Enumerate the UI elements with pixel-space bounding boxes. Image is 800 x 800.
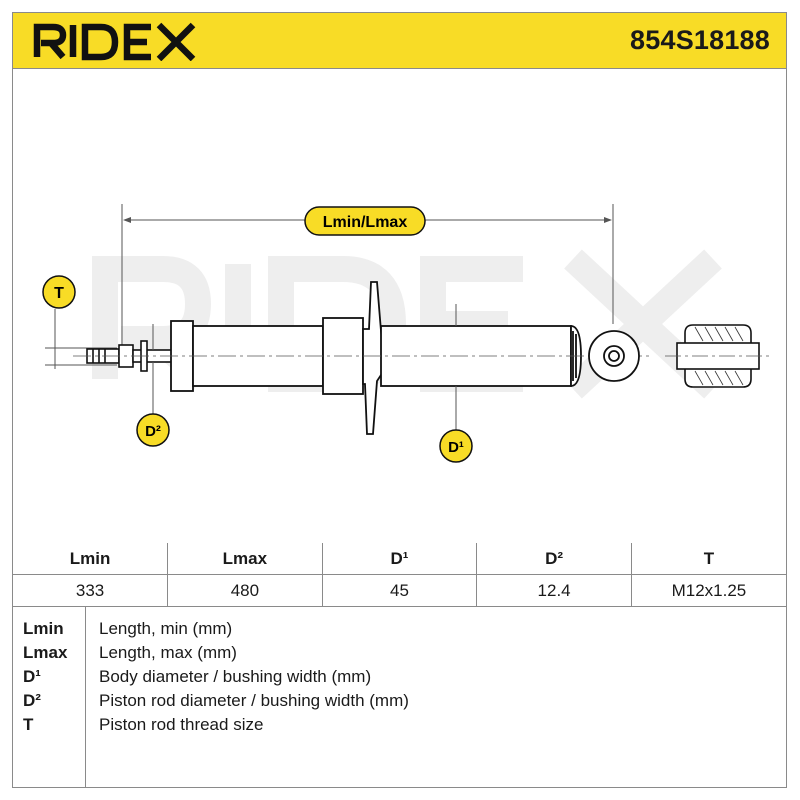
header-bar: 854S18188	[13, 13, 786, 69]
legend-description: Piston rod thread size	[99, 715, 264, 734]
svg-text:D²: D²	[145, 423, 161, 440]
specs-header-row: Lmin Lmax D¹ D² T	[13, 543, 786, 575]
body-diameter-label: D¹	[439, 429, 473, 463]
value-lmin: 333	[13, 574, 169, 607]
svg-text:Lmin/Lmax: Lmin/Lmax	[323, 214, 408, 231]
specs-value-row: 333 480 45 12.4 M12x1.25	[13, 574, 786, 607]
header-lmax: Lmax	[167, 543, 323, 575]
legend-description: Length, max (mm)	[99, 643, 237, 662]
legend-code: Lmax	[23, 643, 68, 662]
datasheet-frame: 854S18188 Lmin/Lmax T	[12, 12, 787, 788]
shock-body	[170, 281, 582, 435]
eye-mount	[588, 330, 640, 382]
value-t: M12x1.25	[630, 574, 786, 607]
legend-code: T	[23, 715, 34, 734]
value-d1: 45	[321, 574, 478, 607]
rod-diameter-label: D²	[136, 413, 170, 447]
legend: Lmin Length, min (mm) Lmax Length, max (…	[13, 607, 786, 787]
legend-divider	[85, 607, 86, 787]
value-d2: 12.4	[476, 574, 632, 607]
legend-description: Piston rod diameter / bushing width (mm)	[99, 691, 409, 710]
svg-text:D¹: D¹	[448, 439, 464, 456]
legend-description: Body diameter / bushing width (mm)	[99, 667, 372, 686]
legend-code: D¹	[23, 667, 41, 686]
shock-absorber-drawing: Lmin/Lmax T D²	[42, 204, 773, 463]
header-lmin: Lmin	[13, 543, 169, 575]
part-number: 854S18188	[630, 25, 770, 55]
header-t: T	[630, 543, 786, 575]
header-d2: D²	[476, 543, 632, 575]
value-lmax: 480	[167, 574, 323, 607]
bushing-side-view	[665, 324, 773, 388]
header-d1: D¹	[321, 543, 478, 575]
legend-code: D²	[23, 691, 41, 710]
legend-code: Lmin	[23, 619, 64, 638]
length-label: Lmin/Lmax	[304, 206, 426, 236]
ridex-logo	[33, 22, 196, 61]
thread-label: T	[42, 275, 117, 369]
svg-text:T: T	[54, 285, 64, 302]
legend-description: Length, min (mm)	[99, 619, 233, 638]
specs-table: Lmin Lmax D¹ D² T 333 480 45 12.4 M12x1.…	[13, 543, 786, 607]
